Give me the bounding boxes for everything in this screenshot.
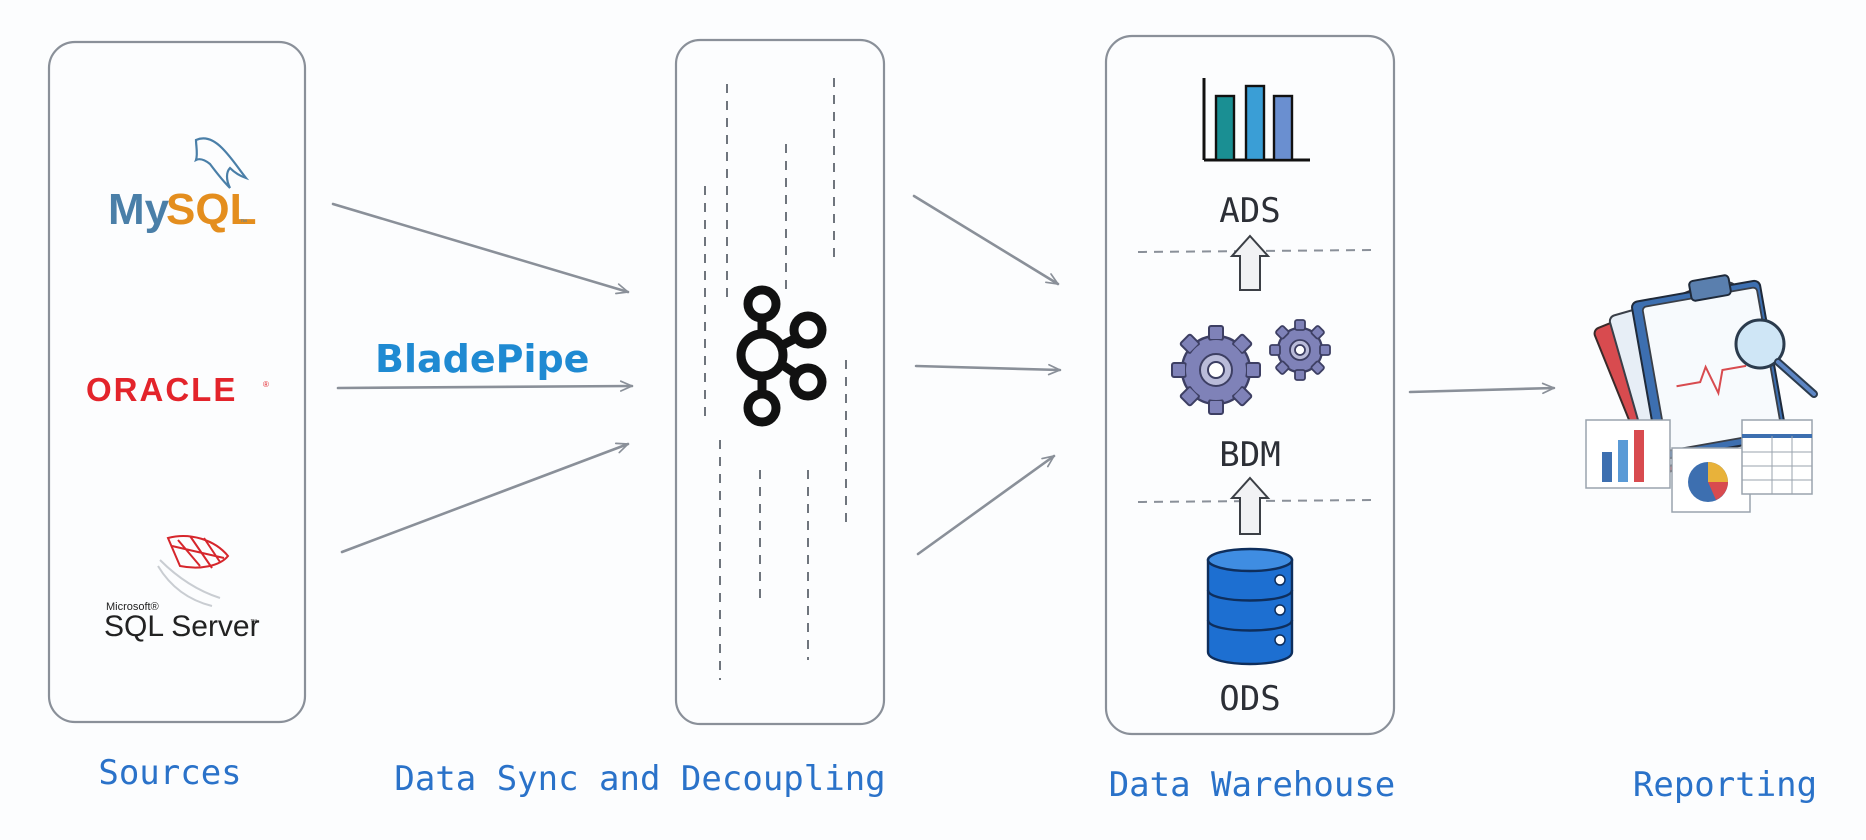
sql-server-logo: Microsoft® SQL Server ™ — [104, 535, 260, 643]
mysql-sql-text: SQL — [166, 185, 256, 234]
arrow-oracle-to-sync — [336, 380, 634, 392]
gears-icon — [1171, 319, 1331, 415]
caption-reporting: Reporting — [1633, 765, 1817, 805]
sql-server-tm: ™ — [250, 619, 257, 626]
oracle-reg: ® — [263, 380, 269, 389]
oracle-text: ORACLE — [86, 371, 237, 408]
oracle-logo: ORACLE ® — [86, 371, 269, 408]
database-icon — [1206, 547, 1294, 666]
dolphin-icon — [194, 137, 250, 189]
layer-ods-label: ODS — [1219, 679, 1280, 719]
sql-server-text: SQL Server — [104, 610, 260, 643]
report-clipboard-icon — [1585, 274, 1818, 513]
layer-bdm-label: BDM — [1219, 435, 1280, 475]
up-arrow-icon — [1229, 476, 1271, 535]
mysql-tm: ™ — [240, 219, 247, 226]
arrow-sync-to-warehouse-bottom — [916, 454, 1056, 556]
arrow-sync-to-warehouse-top — [912, 194, 1060, 286]
arrow-sqlserver-to-sync — [340, 442, 630, 554]
bladepipe-logo: BladePipe — [375, 337, 589, 381]
stream-lines — [704, 78, 847, 680]
caption-sync: Data Sync and Decoupling — [394, 759, 885, 799]
layer-ads-label: ADS — [1219, 191, 1280, 231]
bar-chart-icon — [1202, 78, 1310, 162]
mysql-my-text: My — [108, 185, 170, 234]
up-arrow-icon — [1229, 234, 1271, 291]
arrow-mysql-to-sync — [331, 202, 630, 295]
arrow-warehouse-to-reporting — [1408, 382, 1556, 395]
kafka-icon — [736, 285, 827, 427]
warehouse-panel — [1104, 34, 1396, 736]
arrow-sync-to-warehouse-mid — [914, 363, 1062, 376]
caption-warehouse: Data Warehouse — [1109, 765, 1396, 805]
sql-server-emblem-icon — [157, 535, 230, 607]
sources-panel — [47, 40, 307, 724]
sync-panel — [674, 38, 886, 726]
mysql-logo: My SQL ™ — [108, 137, 256, 234]
microsoft-text: Microsoft® — [106, 601, 159, 613]
caption-sources: Sources — [98, 753, 241, 793]
